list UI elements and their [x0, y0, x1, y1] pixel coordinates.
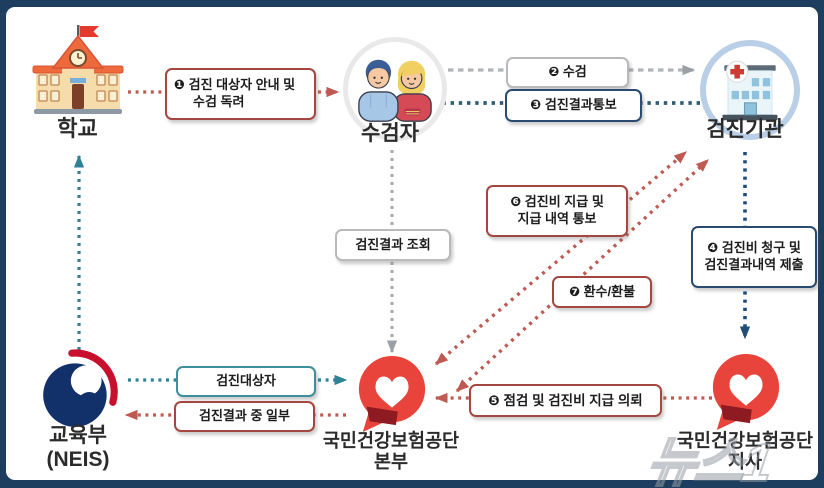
moe-label-line1: 교육부	[49, 424, 107, 447]
flow-label-1-line2: 수검 독려	[193, 94, 245, 109]
moe-label-line2: (NEIS)	[46, 448, 110, 472]
nhis-branch-label-line1: 국민건강보험공단	[676, 430, 814, 451]
nhis-branch-label: 국민건강보험공단 지사	[652, 430, 824, 473]
flow-label-3: ❸ 검진결과통보	[505, 89, 642, 122]
nhis-branch-label-line2: 지사	[727, 451, 763, 473]
nhis-hq-label-line2: 본부	[373, 451, 409, 473]
examinee-label: 수검자	[361, 122, 419, 145]
flow-label-5: ❺ 점검 및 검진비 지급 의뢰	[469, 384, 662, 417]
flow-label-4-line1: ❹ 검진비 청구 및	[707, 240, 801, 256]
flow-label-6-line1: ❻ 검진비 지급 및	[510, 194, 604, 210]
flow-label-partial-results: 검진결과 중 일부	[174, 401, 315, 432]
exam-institution-circle	[700, 40, 800, 140]
flow-label-result-inquiry: 검진결과 조회	[335, 229, 451, 261]
nhis-hq-label-line1: 국민건강보험공단	[322, 430, 460, 451]
flow-label-1-line1: ❶ 검진 대상자 안내 및	[174, 77, 296, 93]
school-building-icon	[32, 25, 124, 114]
korea-government-emblem-icon	[43, 349, 118, 427]
flow-label-2: ❷ 수검	[506, 57, 629, 88]
exam-institution-label: 검진기관	[706, 118, 784, 141]
nhis-heart-logo-icon	[358, 356, 426, 432]
school-label: 학교	[57, 116, 98, 141]
flow-label-4: ❹ 검진비 청구 및 검진결과내역 제출	[691, 226, 817, 288]
examinee-circle	[343, 37, 447, 141]
nhis-hq-label: 국민건강보험공단 본부	[298, 430, 484, 473]
flow-label-6: ❻ 검진비 지급 및 지급 내역 통보	[486, 185, 628, 237]
nhis-heart-logo-icon	[712, 354, 780, 430]
two-people-icon	[358, 59, 432, 122]
flow-label-target-list: 검진대상자	[176, 366, 316, 397]
moe-label: 교육부 (NEIS)	[14, 424, 142, 472]
flow-label-7: ❼ 환수/환불	[552, 276, 652, 308]
flow-label-6-line2: 지급 내역 통보	[517, 211, 597, 226]
flow-label-1: ❶ 검진 대상자 안내 및 수검 독려	[165, 68, 316, 120]
flow-label-4-line2: 검진결과내역 제출	[704, 257, 804, 272]
hospital-icon	[722, 60, 778, 121]
